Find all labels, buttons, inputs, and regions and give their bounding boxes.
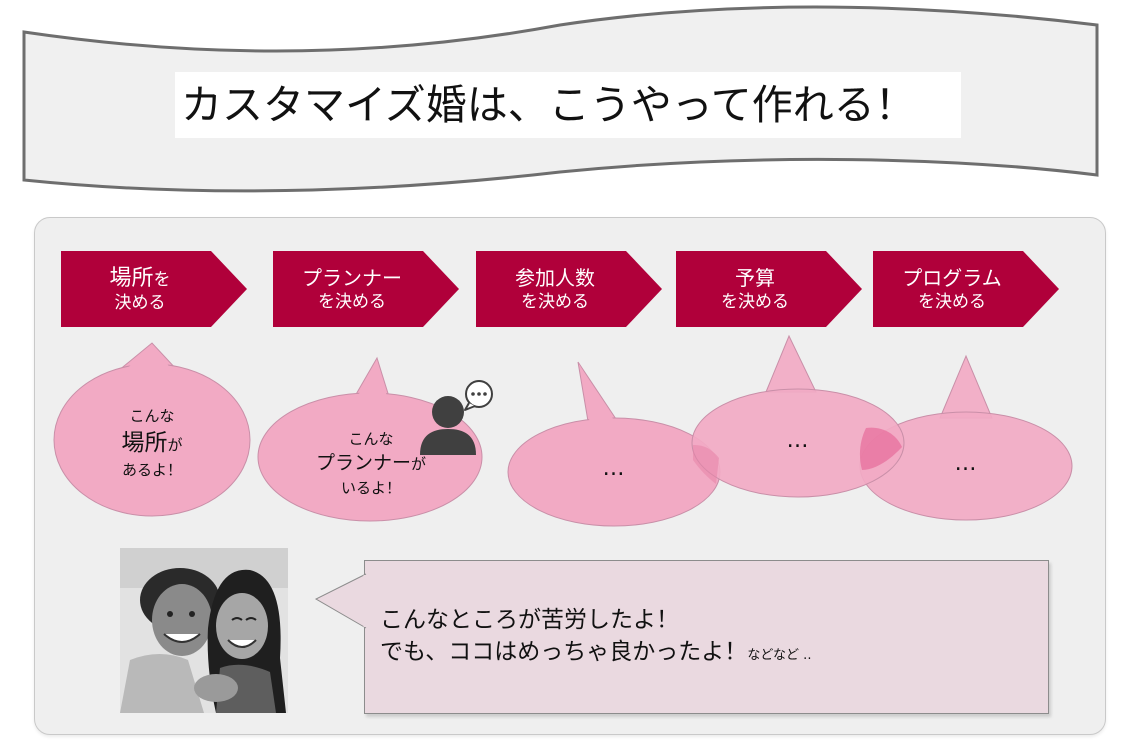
bubble-planner-line3: いるよ！ [340, 479, 401, 497]
step-guests: 参加人数 を決める [476, 251, 662, 327]
bubble-program [859, 354, 1073, 521]
bubble-venue-big: 場所 [121, 430, 168, 456]
bubble-planner-particle: が [411, 455, 427, 473]
bubble-venue-line1: こんな [129, 407, 175, 425]
testimonial-etc: などなど .. [747, 648, 812, 663]
step-planner-sub: を決める [318, 292, 386, 312]
step-planner: プランナー を決める [273, 251, 459, 327]
step-planner-label: プランナー [302, 266, 402, 290]
step-program-label: プログラム [902, 266, 1002, 290]
testimonial-line1: こんなところが苦労したよ！ [380, 607, 679, 633]
testimonial-text: こんなところが苦労したよ！ でも、ココはめっちゃ良かったよ！などなど .. [380, 604, 811, 672]
bubble-venue-line3: あるよ！ [121, 461, 182, 479]
step-program-sub: を決める [918, 292, 986, 312]
testimonial-line2: でも、ココはめっちゃ良かったよ！ [380, 639, 748, 665]
bubble-budget-text: … [786, 428, 810, 453]
bubble-guests [507, 361, 721, 527]
step-venue-label: 場所 [109, 265, 154, 291]
page-title: カスタマイズ婚は、こうやって作れる！ [175, 72, 961, 138]
testimonial-box [364, 560, 1049, 714]
step-guests-sub: を決める [521, 292, 589, 312]
person-icon [420, 396, 476, 455]
bubble-guests-text: … [602, 456, 626, 481]
bubble-venue-particle: が [167, 436, 183, 454]
bubble-planner-text: こんな プランナーが いるよ！ [296, 427, 446, 500]
bubble-venue-text: こんな 場所が あるよ！ [102, 404, 202, 482]
step-budget: 予算 を決める [676, 251, 862, 327]
step-program: プログラム を決める [873, 251, 1059, 327]
step-guests-label: 参加人数 [515, 266, 595, 290]
step-budget-sub: を決める [721, 292, 789, 312]
bubble-program-text: … [954, 451, 978, 476]
bubble-planner [257, 356, 483, 522]
chat-bubble-icon [464, 380, 493, 411]
step-venue: 場所を 決める [61, 251, 247, 327]
step-venue-sub: 決める [114, 292, 166, 313]
step-budget-label: 予算 [735, 266, 775, 290]
bubble-planner-line1: こんな [348, 430, 394, 448]
bubble-planner-big: プランナー [315, 452, 411, 474]
bubble-budget [691, 334, 905, 498]
couple-photo [120, 548, 288, 713]
step-venue-particle: を [153, 269, 171, 290]
bubble-venue [53, 342, 251, 517]
